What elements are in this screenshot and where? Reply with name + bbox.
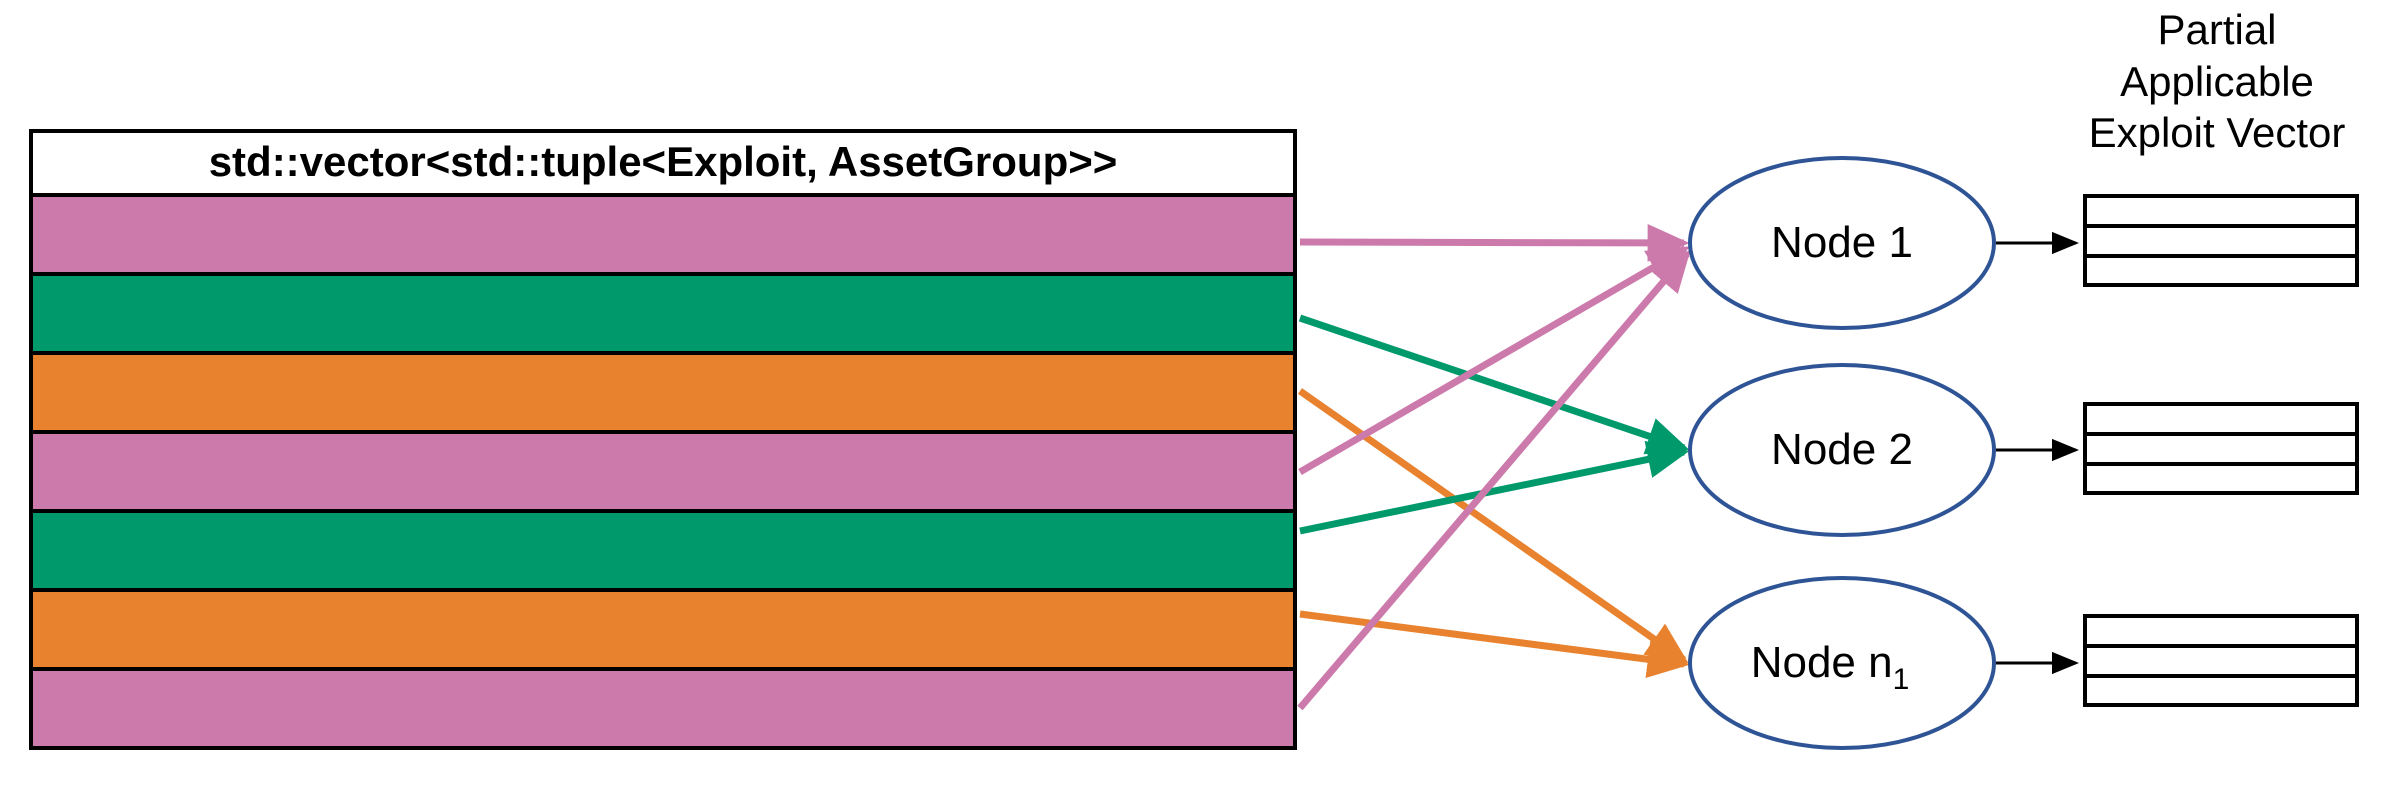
node-label-1-base: Node 1 [1771, 218, 1913, 267]
partial-applicable-exploit-vector-caption: Partial Applicable Exploit Vector [2089, 6, 2346, 156]
table-row[interactable] [29, 272, 1297, 355]
edge-row2-node2 [1298, 314, 1690, 455]
table-row[interactable] [29, 430, 1297, 513]
table-rows [29, 193, 1297, 750]
partial-vector-n1[interactable] [2083, 614, 2359, 707]
partial-vector-box-1[interactable] [2083, 194, 2359, 287]
vector-caption-line-3: Exploit Vector [2089, 109, 2346, 156]
table-header-cell [29, 129, 1297, 197]
table-row[interactable] [29, 351, 1297, 434]
node-label-2-base: Node 2 [1771, 425, 1913, 474]
exploit-vector-table: std::vector<std::tuple<Exploit, AssetGro… [29, 129, 1297, 750]
edge-row4-node1 [1298, 245, 1690, 476]
partial-vector-1[interactable] [2083, 194, 2359, 287]
table-row[interactable] [29, 588, 1297, 671]
node-group-2[interactable]: Node 2 [1688, 363, 1996, 537]
node-to-vector-arrows [1996, 231, 2079, 675]
edge-row6-nodeN1 [1299, 610, 1690, 679]
node-label-1: Node 1 [1771, 218, 1913, 267]
table-row[interactable] [29, 509, 1297, 592]
node-ellipse-1[interactable] [1688, 156, 1996, 330]
table-row[interactable] [29, 193, 1297, 276]
partial-vector-box-n1[interactable] [2083, 614, 2359, 707]
connector-arrows [1297, 224, 1691, 711]
node-label-n1-base: Node n [1751, 638, 1893, 687]
partial-vector-2[interactable] [2083, 402, 2359, 495]
node-label-n1: Node n1 [1751, 638, 1910, 696]
vector-caption-line-1: Partial [2157, 6, 2276, 53]
vector-caption-line-2: Applicable [2120, 58, 2314, 105]
node-group-n1[interactable]: Node n1 [1688, 576, 1996, 750]
table-header-label: std::vector<std::tuple<Exploit, AssetGro… [209, 138, 1118, 185]
edge-row1-node1 [1299, 224, 1690, 262]
edge-row5-node2 [1299, 440, 1690, 535]
node-label-n1-subscript: 1 [1893, 663, 1910, 696]
edge-row7-node1 [1297, 249, 1691, 711]
table-row[interactable] [29, 667, 1297, 750]
partial-vector-box-2[interactable] [2083, 402, 2359, 495]
node-ellipse-n1[interactable] [1688, 576, 1996, 750]
node-label-2: Node 2 [1771, 425, 1913, 474]
node-ellipse-2[interactable] [1688, 363, 1996, 537]
node-group-1[interactable]: Node 1 [1688, 156, 1996, 330]
